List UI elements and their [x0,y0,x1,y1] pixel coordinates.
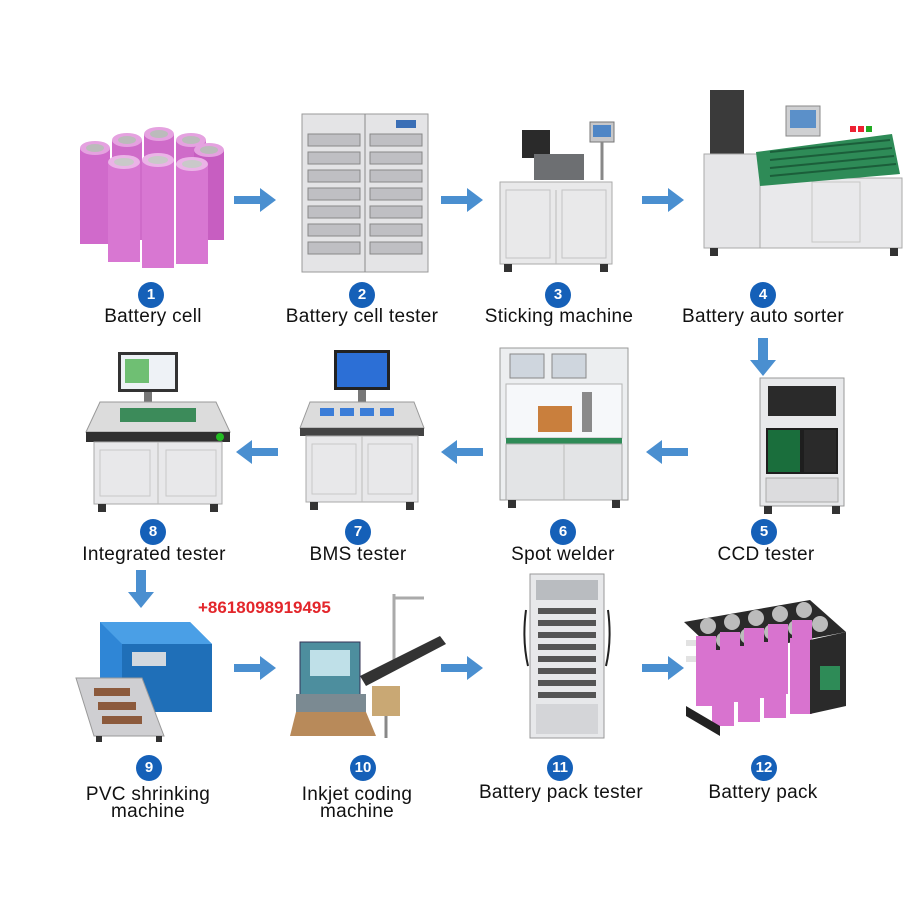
arrow-right-icon [441,656,483,680]
step-8-number-badge: 8 [140,519,166,545]
pvc-shrinking-machine-image [75,622,212,742]
step-10-number-badge: 10 [350,755,376,781]
sticking-machine-image [499,121,615,272]
battery-pack-tester-image [523,573,611,739]
step-10-label-line-2: machine [320,801,394,822]
step-7-number-badge: 7 [345,519,371,545]
battery-cell-image [80,127,224,268]
step-9-number-badge: 9 [136,755,162,781]
step-6-number-badge: 6 [550,519,576,545]
step-12-label: Battery pack [708,782,818,803]
step-2-label: Battery cell tester [285,306,439,327]
arrow-left-icon [441,440,483,464]
step-3-number-badge: 3 [545,282,571,308]
ccd-tester-image [759,377,845,514]
step-11-label: Battery pack tester [478,782,644,803]
contact-phone-number: +8618098919495 [198,598,331,617]
step-4-number-badge: 4 [750,282,776,308]
step-1-number-badge: 1 [138,282,164,308]
step-9-label-line-1: PVC shrinking [85,784,211,805]
arrow-left-icon [236,440,278,464]
step-4-label: Battery auto sorter [682,306,844,327]
step-11-number-badge: 11 [547,755,573,781]
step-10-label-line-1: Inkjet coding [301,784,413,805]
step-1-label: Battery cell [104,306,202,327]
arrow-right-icon [234,188,276,212]
arrow-right-icon [642,656,684,680]
arrow-right-icon [441,188,483,212]
spot-welder-image [499,347,629,508]
step-2-number-badge: 2 [349,282,375,308]
step-8-label: Integrated tester [82,544,226,565]
step-9-label-line-2: machine [111,801,185,822]
step-12-number-badge: 12 [751,755,777,781]
arrow-right-icon [642,188,684,212]
step-5-label: CCD tester [717,544,815,565]
arrow-down-icon [750,338,776,376]
arrow-left-icon [646,440,688,464]
battery-cell-tester-image [301,113,429,273]
step-5-number-badge: 5 [751,519,777,545]
step-3-label: Sticking machine [484,306,634,327]
step-7-label: BMS tester [309,544,407,565]
inkjet-coding-machine-image [290,594,446,738]
battery-pack-image [684,600,846,736]
arrow-right-icon [234,656,276,680]
step-6-label: Spot welder [511,544,615,565]
battery-auto-sorter-image [703,90,903,256]
arrow-down-icon [128,570,154,608]
integrated-tester-image [85,352,231,512]
bms-tester-image [299,350,425,510]
